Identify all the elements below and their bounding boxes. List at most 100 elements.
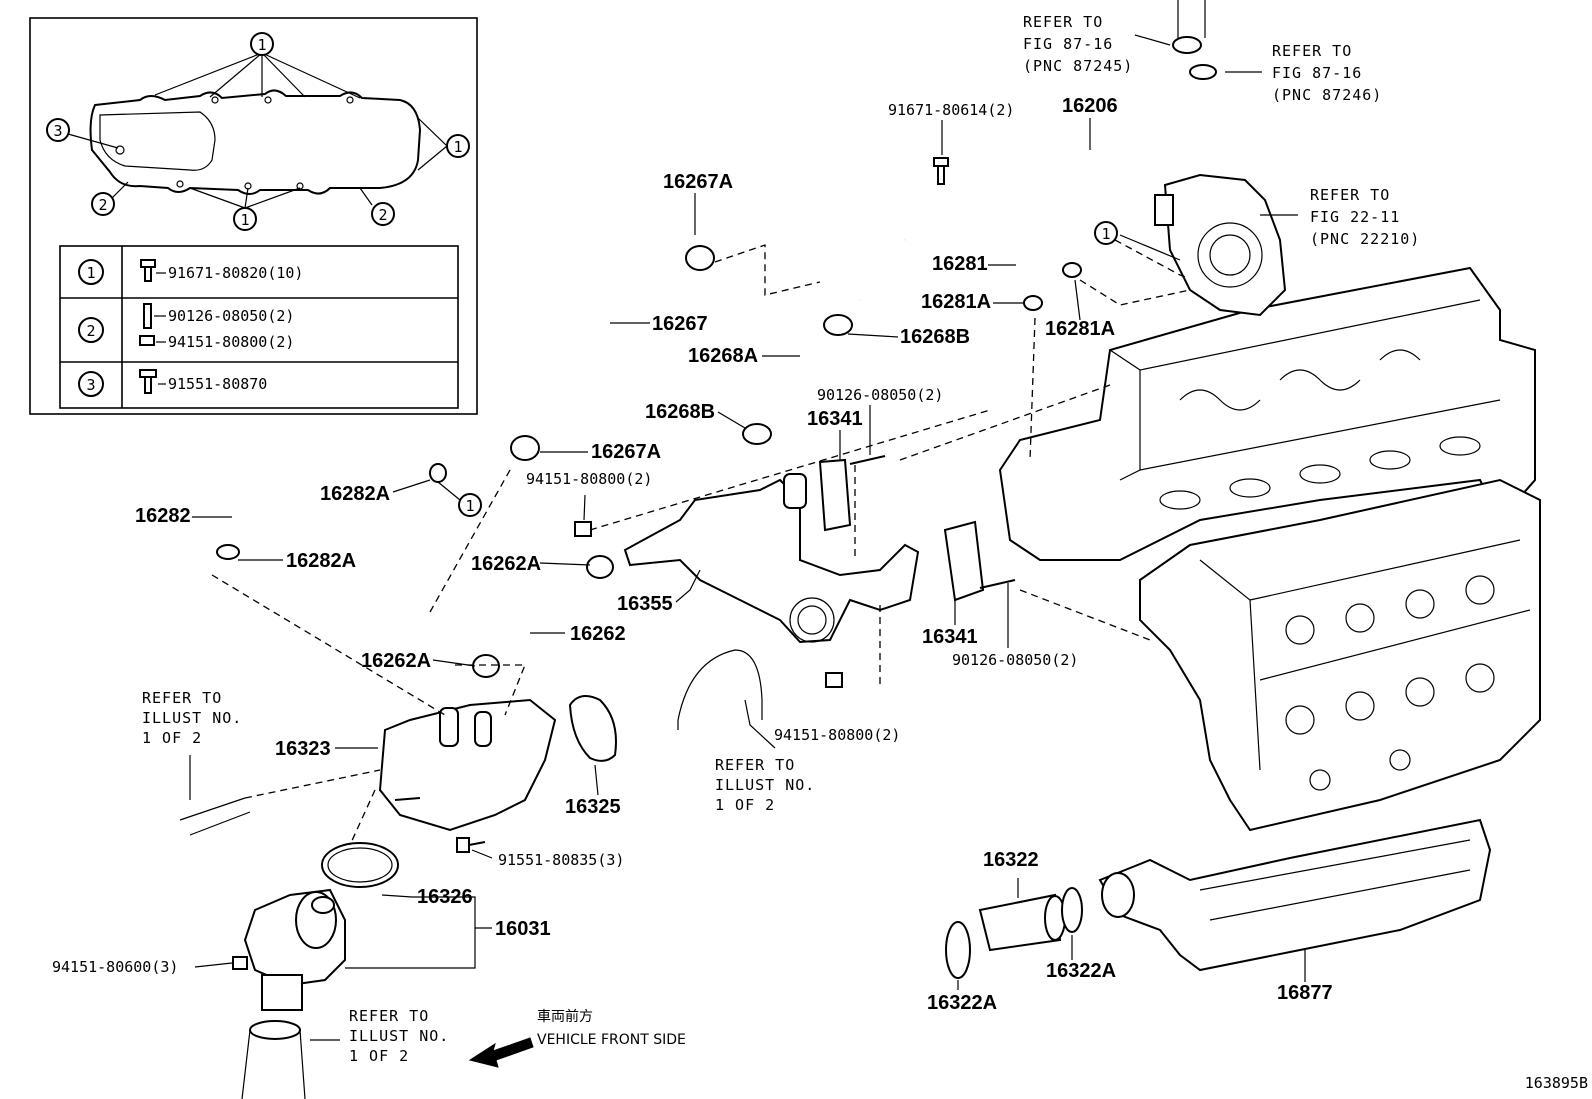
intake-gasket-shape (89, 89, 422, 195)
label-16262A-top: 16262A (471, 553, 541, 575)
callout-2-right-text: 2 (378, 206, 387, 224)
nut-94151-80600 (232, 956, 248, 970)
callout-3-text: 3 (53, 122, 62, 140)
refer-2-line1: REFER TO (1272, 42, 1352, 60)
clamp-16262A-bottom (472, 654, 500, 678)
oring-16322A-right (1061, 887, 1083, 933)
refer-6-line1: REFER TO (349, 1007, 429, 1025)
nut-94151-80800-upper (574, 521, 592, 537)
gasket-port (99, 111, 216, 171)
legend-part-91671-80820: 91671-80820(10) (168, 264, 303, 282)
refer-notes: REFER TO FIG 87-16 (PNC 87245) REFER TO … (142, 13, 1420, 1065)
label-90126-08050-lower: 90126-08050(2) (952, 651, 1078, 669)
clamp-16282A-top (429, 463, 447, 483)
guide-lines (211, 239, 1191, 846)
refer-3-line3: (PNC 22210) (1310, 230, 1420, 248)
label-16267A-bottom: 16267A (591, 441, 661, 463)
label-16323: 16323 (275, 738, 331, 760)
label-94151-80800-lower: 94151-80800(2) (774, 726, 900, 744)
refer-2-line3: (PNC 87246) (1272, 86, 1382, 104)
callout-1-right-text: 1 (453, 138, 462, 156)
nut-icon (139, 335, 155, 346)
water-outlet-16355 (623, 473, 920, 644)
label-16031: 16031 (495, 918, 551, 940)
label-16268A: 16268A (688, 345, 758, 367)
label-16281A-right: 16281A (1045, 318, 1115, 340)
pipe-16206 (816, 0, 1217, 303)
refer-1-line3: (PNC 87245) (1023, 57, 1133, 75)
legend-key-3 (78, 371, 104, 397)
legend-part-94151-80800: 94151-80800(2) (168, 333, 294, 351)
callout-1-hose-text: 1 (465, 497, 474, 515)
callout-1-throttle (1094, 221, 1118, 245)
label-16262: 16262 (570, 623, 626, 645)
housing-16323 (378, 698, 557, 832)
label-16341-upper: 16341 (807, 408, 863, 430)
legend-part-91551-80870: 91551-80870 (168, 375, 267, 393)
vehicle-front-en: VEHICLE FRONT SIDE (537, 1032, 686, 1048)
bolt-91551-80835 (456, 837, 486, 853)
label-16322A-left: 16322A (927, 992, 997, 1014)
tray-16877 (1098, 818, 1492, 972)
label-16282: 16282 (135, 505, 191, 527)
label-16355: 16355 (617, 593, 673, 615)
refer-3-line1: REFER TO (1310, 186, 1390, 204)
legend-key-3-text: 3 (86, 376, 95, 394)
label-94151-80800-upper: 94151-80800(2) (526, 470, 652, 488)
label-16322A-right: 16322A (1046, 960, 1116, 982)
callout-2-right (371, 202, 395, 226)
stud-icon (143, 303, 152, 329)
pipe-16322 (978, 893, 1066, 952)
refer-6-line2: ILLUST NO. (349, 1027, 449, 1045)
gasket-16341-lower (943, 520, 985, 602)
callout-2-left-text: 2 (98, 196, 107, 214)
legend-key-2 (78, 317, 104, 343)
label-16282A-bottom: 16282A (286, 550, 356, 572)
thermostat-16031 (243, 888, 346, 1011)
seal-16326 (321, 842, 399, 888)
clamp-16281A-right (1062, 262, 1082, 278)
label-16282A-top: 16282A (320, 483, 390, 505)
bolt-icon (140, 259, 156, 282)
clamp-16267A-bottom (510, 435, 540, 461)
refer-1-line1: REFER TO (1023, 13, 1103, 31)
label-16267: 16267 (652, 313, 708, 335)
label-16341-lower: 16341 (922, 626, 978, 648)
label-16268B-bottom: 16268B (645, 401, 715, 423)
vehicle-front-indicator: 車両前方 VEHICLE FRONT SIDE (468, 1008, 686, 1068)
clamp-16281A-left (1023, 295, 1043, 311)
legend-key-1-text: 1 (86, 264, 95, 282)
callout-1-throttle-text: 1 (1101, 225, 1110, 243)
label-16325: 16325 (565, 796, 621, 818)
refer-1-line2: FIG 87-16 (1023, 35, 1113, 53)
legend-table: 1 91671-80820(10) 2 90126-08050(2) 94151… (59, 245, 459, 409)
clamp-16268B-top (823, 314, 853, 336)
refer-5-line1: REFER TO (715, 756, 795, 774)
stud-upper (849, 455, 886, 465)
clamp-16267A-top (685, 245, 715, 271)
inset-panel: 1 1 1 2 2 3 1 91671-80820(10) (29, 17, 478, 415)
callout-1-top-text: 1 (257, 36, 266, 54)
label-16877: 16877 (1277, 982, 1333, 1004)
callout-1-bottom-text: 1 (240, 211, 249, 229)
label-16322: 16322 (983, 849, 1039, 871)
label-91671-80614: 91671-80614(2) (888, 101, 1014, 119)
label-16267A-top: 16267A (663, 171, 733, 193)
refer-3-line2: FIG 22-11 (1310, 208, 1400, 226)
refer-5-line2: ILLUST NO. (715, 776, 815, 794)
vehicle-front-jp: 車両前方 (537, 1008, 593, 1025)
label-16281A-left: 16281A (921, 291, 991, 313)
leader-lines (189, 34, 1306, 1041)
nut-94151-80800-lower (825, 672, 843, 688)
refer-5-line3: 1 OF 2 (715, 796, 775, 814)
label-91551-80835: 91551-80835(3) (498, 851, 624, 869)
refer-2-line2: FIG 87-16 (1272, 64, 1362, 82)
label-16206: 16206 (1062, 95, 1118, 117)
legend-key-1 (78, 259, 104, 285)
refer-4-line2: ILLUST NO. (142, 709, 242, 727)
label-16262A-bottom: 16262A (361, 650, 431, 672)
clamp-16262A-top (586, 555, 614, 579)
part-labels: 16206 91671-80614(2) 16267A 16267 16281 … (52, 95, 1333, 1014)
label-16268B-top: 16268B (900, 326, 970, 348)
